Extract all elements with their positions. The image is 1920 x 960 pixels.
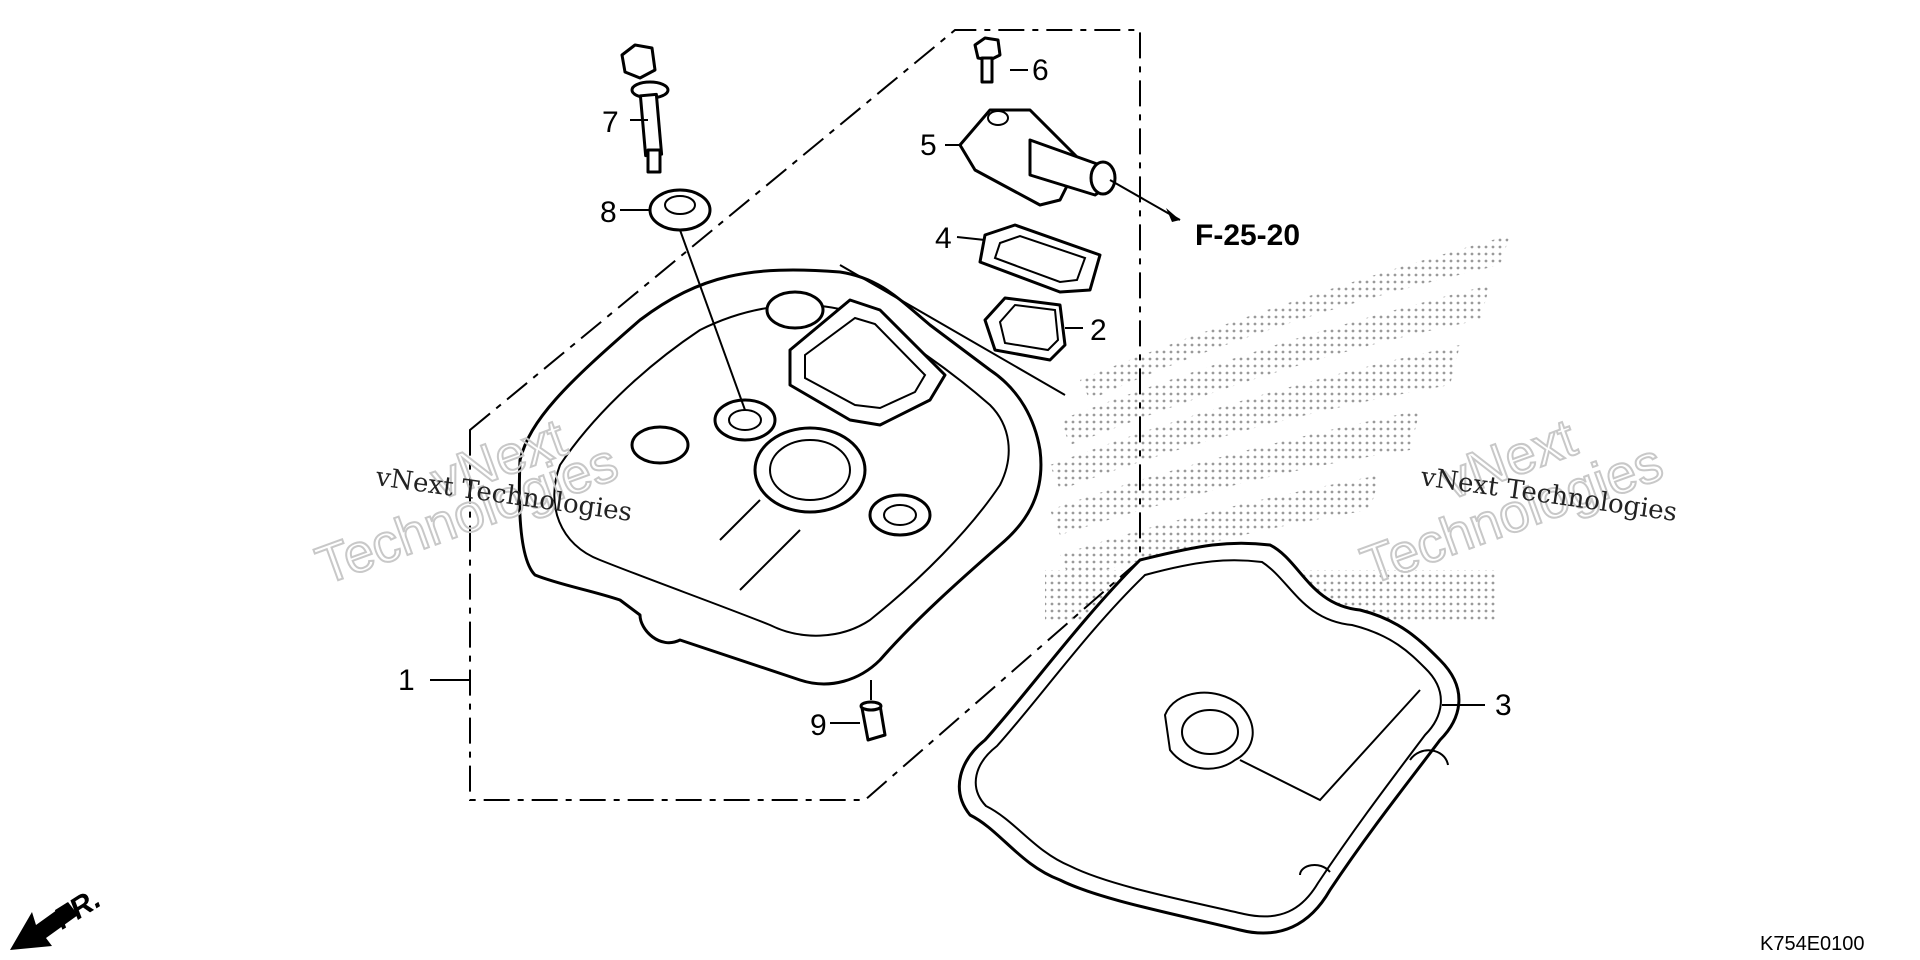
callout-4: 4	[935, 222, 952, 255]
part-8-seal-washer	[648, 188, 712, 232]
callout-2: 2	[1090, 314, 1107, 347]
reference-code[interactable]: F-25-20	[1195, 219, 1300, 252]
callout-1: 1	[398, 664, 415, 697]
callout-9: 9	[810, 709, 827, 742]
callout-3: 3	[1495, 689, 1512, 722]
assembly-boundary	[469, 29, 1141, 801]
callout-7: 7	[602, 106, 619, 139]
callout-8: 8	[600, 196, 617, 229]
part-9-dowel	[859, 700, 887, 742]
drawing-number: K754E0100	[1760, 933, 1865, 955]
part-4-gasket	[978, 223, 1102, 294]
callout-6: 6	[1032, 54, 1049, 87]
part-3-head-cover-gasket	[957, 541, 1461, 935]
callout-5: 5	[920, 129, 937, 162]
front-direction-indicator: FR.	[10, 882, 107, 950]
front-arrow-icon	[10, 902, 78, 950]
part-6-bolt	[973, 36, 1002, 84]
leader-lines	[620, 69, 1485, 724]
part-7-bolt	[620, 43, 670, 174]
cylinder-head-cover	[517, 268, 1043, 686]
part-5-breather-cover	[958, 108, 1181, 222]
part-2-filter	[983, 296, 1067, 362]
